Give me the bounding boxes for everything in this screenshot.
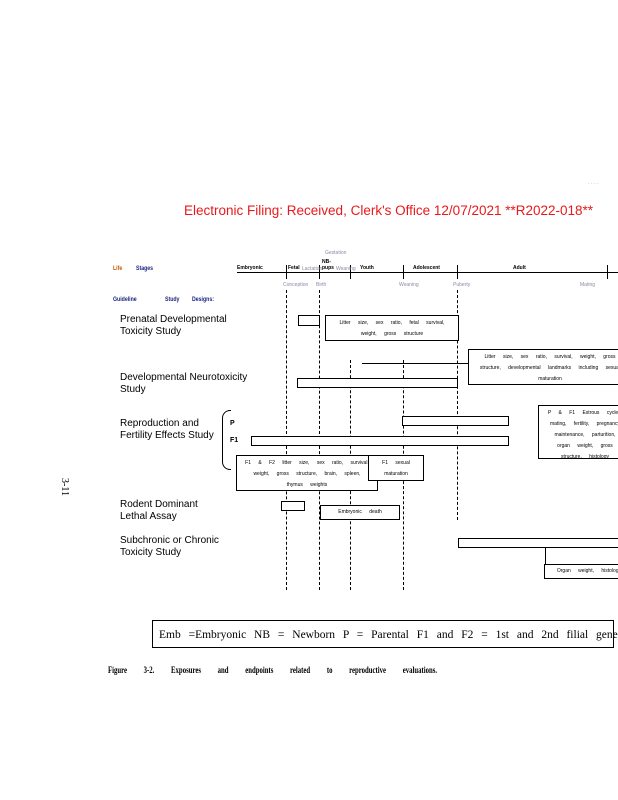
legend-box: Emb =Embryonic NB = Newborn P = Parental… xyxy=(152,620,618,648)
study-dnt: Developmental Neurotoxicity Study xyxy=(120,372,248,395)
study-chronic: Subchronic or Chronic Toxicity Study xyxy=(120,535,219,558)
exposure-bar-p xyxy=(402,416,509,426)
exposure-bar-f1 xyxy=(251,436,509,446)
page-number: 3-11 xyxy=(59,478,70,496)
timeline-tick xyxy=(319,265,321,279)
stage-label: Embryonic xyxy=(237,265,263,271)
timeline-tick xyxy=(286,265,288,279)
endpoint-box: Organ weight, histology xyxy=(544,564,618,579)
study-label: Study xyxy=(165,296,180,303)
f1-label: F1 xyxy=(230,437,239,444)
timeline-tick xyxy=(457,265,459,279)
stage-label: Adolescent xyxy=(413,265,440,271)
designs-label: Designs: xyxy=(192,296,214,303)
connector xyxy=(362,363,468,364)
connector xyxy=(545,548,546,568)
stage-label: NB-pups xyxy=(322,259,334,271)
endpoint-box: Embryonic death xyxy=(320,505,400,520)
event-label: Mating xyxy=(580,282,596,288)
endpoint-box: F1 & F2 litter size, sex ratio, survival… xyxy=(236,455,378,491)
timeline-tick xyxy=(403,265,405,279)
stamp-mark: · · · · xyxy=(588,181,599,187)
event-label: Lactation xyxy=(302,266,323,272)
endpoint-box: Litter size, sex ratio, fetal survival, … xyxy=(325,315,459,341)
p-label: P xyxy=(230,420,235,427)
study-reproduction: Reproduction and Fertility Effects Study xyxy=(120,418,214,441)
timeline-axis xyxy=(237,272,618,273)
event-label: Weaning xyxy=(336,266,356,272)
stage-label: Fetal xyxy=(288,265,300,271)
event-label: Conception xyxy=(283,282,309,288)
study-prenatal: Prenatal Developmental Toxicity Study xyxy=(120,314,227,337)
event-label: Weaning xyxy=(399,282,419,288)
event-label: Gestation xyxy=(325,250,347,256)
timeline-tick xyxy=(607,265,609,279)
adult-line xyxy=(457,290,458,520)
exposure-bar xyxy=(298,315,320,326)
stages-label: Stages xyxy=(136,265,154,272)
event-label: Puberty xyxy=(453,282,471,288)
endpoint-box: Litter size, sex ratio, survival, weight… xyxy=(468,349,618,385)
event-label: Birth xyxy=(316,282,327,288)
study-dominant-lethal: Rodent Dominant Lethal Assay xyxy=(120,499,198,522)
exposure-bar xyxy=(297,378,458,388)
exposure-bar xyxy=(281,501,305,511)
guideline-label: Guideline xyxy=(113,296,137,303)
stage-label: Adult xyxy=(513,265,526,271)
figure-caption: Figure 3-2. Exposures and endpoints rela… xyxy=(108,665,438,675)
endpoint-box: F1 sexual maturation xyxy=(368,455,424,481)
timeline-tick xyxy=(350,265,352,279)
bracket xyxy=(222,410,231,470)
exposure-bar xyxy=(458,538,618,548)
endpoint-box: P & F1 Estrous cycles, mating, fertility… xyxy=(538,405,618,460)
electronic-filing-stamp: Electronic Filing: Received, Clerk's Off… xyxy=(184,203,594,218)
stage-label: Youth xyxy=(360,265,374,271)
life-label: Life xyxy=(113,265,123,272)
